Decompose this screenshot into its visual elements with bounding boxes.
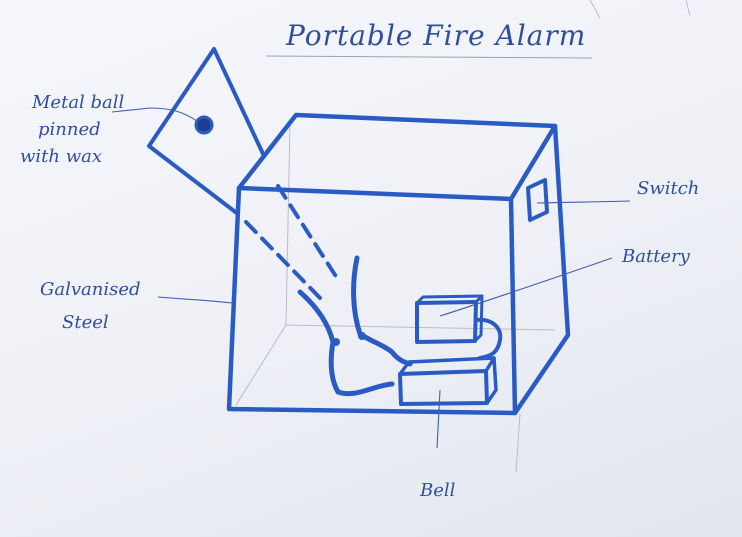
leader-line-metal-ball: [111, 107, 199, 123]
triangular-flap-edge: [212, 47, 266, 158]
diagram-title: Portable Fire Alarm: [285, 19, 586, 52]
contact-wire-right: [351, 255, 413, 367]
battery-icon: [415, 300, 478, 344]
wire-contact-point: [358, 332, 366, 340]
paper-fold-line: [685, 0, 691, 17]
bell-side: [485, 356, 498, 405]
contact-wire-left: [297, 289, 395, 397]
title-underline: [265, 55, 593, 59]
bell-icon: [398, 369, 489, 406]
leader-line-galvanised-steel: [157, 296, 233, 304]
ball-path-dashed: [276, 184, 339, 280]
hidden-edge: [515, 413, 521, 473]
hidden-edge: [285, 324, 556, 331]
wire-contact-point: [332, 338, 340, 346]
label-metal-ball: Metal ball pinned with wax: [20, 92, 130, 167]
label-battery: Battery: [621, 246, 691, 267]
leader-line-bell: [436, 389, 441, 449]
triangular-flap: [147, 47, 240, 216]
paper-fold-line: [589, 0, 601, 19]
hidden-edge: [285, 121, 291, 326]
battery-side: [473, 294, 484, 343]
ball-path-dashed: [244, 220, 324, 302]
label-galvanised-steel: Galvanised Steel: [40, 279, 146, 333]
bell-top: [398, 356, 496, 376]
label-switch: Switch: [637, 178, 699, 199]
metal-ball-icon: [194, 115, 214, 135]
label-bell: Bell: [419, 480, 456, 501]
box-top-face: [236, 112, 558, 202]
leader-line-switch: [536, 200, 631, 204]
hidden-edge: [235, 324, 287, 406]
leader-line-battery: [439, 257, 613, 317]
switch-icon: [526, 178, 549, 222]
battery-top: [415, 294, 484, 305]
box-right-side: [512, 123, 571, 416]
battery-wire: [474, 317, 503, 360]
